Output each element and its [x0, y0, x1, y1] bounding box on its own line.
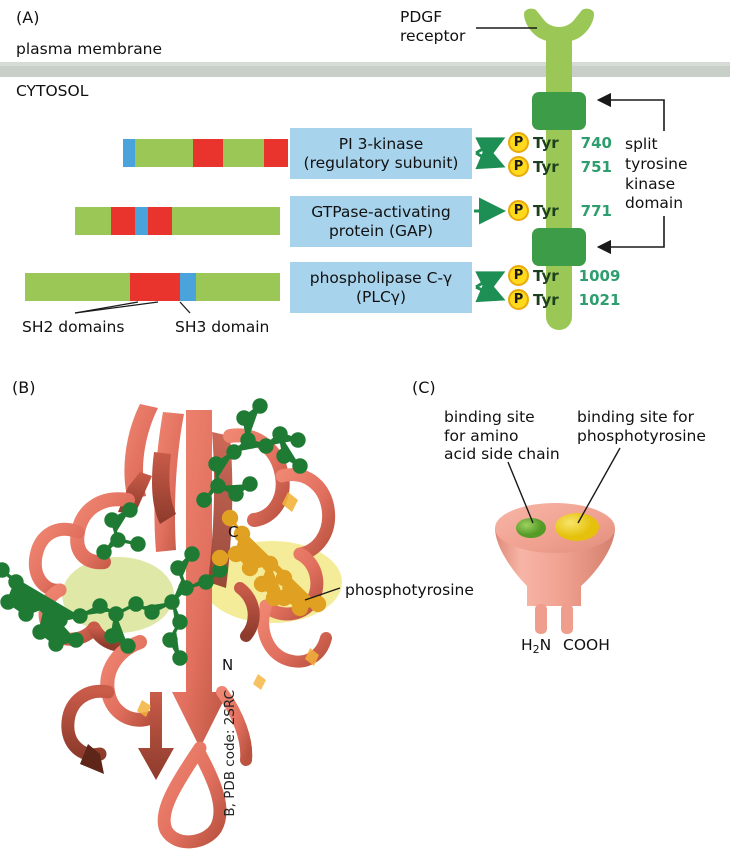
label-box-gap: GTPase-activating protein (GAP) — [290, 196, 472, 247]
kinase-pointer-upper — [596, 92, 665, 131]
tyr-number: 751 — [580, 157, 612, 176]
amino-binding-site-line3: acid side chain — [444, 445, 560, 464]
tyr-number: 1009 — [578, 266, 621, 285]
domain-segment-sh3 — [180, 273, 196, 301]
label-box-gap-line2: protein (GAP) — [328, 221, 434, 240]
domain-bar-gap — [75, 207, 280, 235]
domain-segment-sh3 — [135, 207, 148, 235]
pdgf-receptor-label: PDGF receptor — [400, 8, 465, 45]
tyr-label: Tyr — [533, 290, 559, 309]
panel-a-letter: (A) — [16, 8, 40, 27]
domain-segment-sh2 — [148, 207, 172, 235]
domain-segment-linker — [135, 139, 193, 167]
panel-c-letter: (C) — [412, 378, 436, 397]
sh3-domain-label: SH3 domain — [175, 318, 270, 336]
phosphotyrosine-binding-site-label: binding site for phosphotyrosine — [577, 408, 706, 445]
cytosol-label: CYTOSOL — [16, 82, 89, 100]
arrow-pi3k-740 — [475, 137, 506, 162]
pdgf-receptor-stalk — [546, 30, 572, 330]
plasma-membrane-highlight — [0, 62, 730, 66]
phosphate-circle-icon: P — [508, 265, 529, 286]
domain-segment-linker — [75, 207, 111, 235]
sh2-domains-label: SH2 domains — [22, 318, 125, 336]
carboxy-terminus-label: COOH — [563, 636, 610, 654]
domain-segment-sh2 — [155, 273, 180, 301]
tyr-label: Tyr — [533, 157, 559, 176]
sh2-ribbon-structure — [0, 392, 400, 852]
arrow-plc-1021 — [475, 277, 506, 303]
pty-binding-site-line1: binding site for — [577, 408, 694, 426]
split-kinase-line-1: split — [625, 135, 658, 153]
amino-binding-site-line1: binding site — [444, 408, 535, 426]
phospho-site-740: P Tyr 740 — [508, 132, 612, 153]
n-terminus-label: N — [222, 656, 234, 674]
domain-bar-pi3kinase — [123, 139, 288, 167]
label-box-plcgamma: phospholipase C-γ (PLCγ) — [290, 262, 472, 313]
phosphate-circle-icon: P — [508, 200, 529, 221]
amino-acid-binding-pocket — [516, 518, 546, 538]
arrow-plc-1009 — [475, 271, 506, 296]
domain-segment-linker — [172, 207, 280, 235]
phospho-site-751: P Tyr 751 — [508, 156, 612, 177]
phosphate-circle-icon: P — [508, 156, 529, 177]
tyr-number: 740 — [580, 133, 612, 152]
h2n-text: H2N — [521, 636, 552, 656]
c-terminus-label: C — [228, 523, 239, 541]
phosphate-circle-icon: P — [508, 132, 529, 153]
pdgf-receptor-label-line1: PDGF — [400, 8, 443, 26]
domain-segment-sh3 — [123, 139, 135, 167]
phospho-site-1009: P Tyr 1009 — [508, 265, 620, 286]
amino-binding-site-line2: for amino — [444, 426, 519, 445]
domain-bar-plcgamma — [25, 273, 280, 301]
domain-segment-sh2 — [130, 273, 155, 301]
pdgf-receptor-head — [524, 8, 594, 52]
phosphotyrosine-binding-pocket — [555, 513, 599, 541]
split-kinase-line-4: domain — [625, 194, 684, 213]
panel-b-letter: (B) — [12, 378, 36, 397]
carboxy-terminus-leg — [561, 604, 573, 634]
label-box-pi3kinase-line2: (regulatory subunit) — [303, 153, 459, 172]
domain-segment-linker — [223, 139, 264, 167]
label-box-pi3kinase-line1: PI 3-kinase — [338, 134, 424, 153]
domain-segment-linker — [25, 273, 130, 301]
domain-segment-linker — [196, 273, 280, 301]
domain-segment-sh2 — [193, 139, 223, 167]
tyr-label: Tyr — [533, 266, 559, 285]
domain-segment-sh2 — [111, 207, 135, 235]
kinase-domain-lobe-upper — [532, 92, 586, 130]
arrow-pi3k-751 — [475, 144, 506, 170]
phosphotyrosine-ballstick — [211, 509, 327, 617]
pdgf-receptor-label-line2: receptor — [400, 26, 466, 45]
plasma-membrane-label: plasma membrane — [16, 40, 163, 58]
tyr-label: Tyr — [533, 133, 559, 152]
split-kinase-annotation: split tyrosine kinase domain — [625, 135, 688, 214]
pdb-credit-label: B, PDB code: 2SRC — [222, 690, 238, 817]
label-box-plcgamma-line2: (PLCγ) — [355, 287, 407, 306]
tyr-number: 771 — [580, 201, 612, 220]
domain-segment-sh2 — [264, 139, 288, 167]
sh2-domain-schematic — [489, 500, 621, 634]
kinase-domain-lobe-lower — [532, 228, 586, 266]
peptide-sidechains-green — [0, 398, 308, 666]
sh2-leader-b — [74, 301, 159, 314]
amino-terminus-leg — [535, 604, 547, 634]
phosphate-circle-icon: P — [508, 289, 529, 310]
sh2-leader-a — [74, 301, 139, 314]
split-kinase-line-3: kinase — [625, 174, 676, 193]
phospho-site-771: P Tyr 771 — [508, 200, 612, 221]
tyr-label: Tyr — [533, 201, 559, 220]
phospho-site-1021: P Tyr 1021 — [508, 289, 620, 310]
sh3-leader — [179, 301, 191, 314]
amino-terminus-label: H2N — [521, 636, 551, 656]
label-box-plcgamma-line1: phospholipase C-γ — [309, 268, 453, 287]
label-box-gap-line1: GTPase-activating — [311, 202, 451, 221]
pty-binding-site-line2: phosphotyrosine — [577, 426, 706, 445]
phosphotyrosine-callout-label: phosphotyrosine — [345, 581, 474, 599]
tyr-number: 1021 — [578, 290, 621, 309]
amino-binding-site-label: binding site for amino acid side chain — [444, 408, 560, 464]
label-box-pi3kinase: PI 3-kinase (regulatory subunit) — [290, 128, 472, 179]
split-kinase-line-2: tyrosine — [625, 154, 688, 173]
